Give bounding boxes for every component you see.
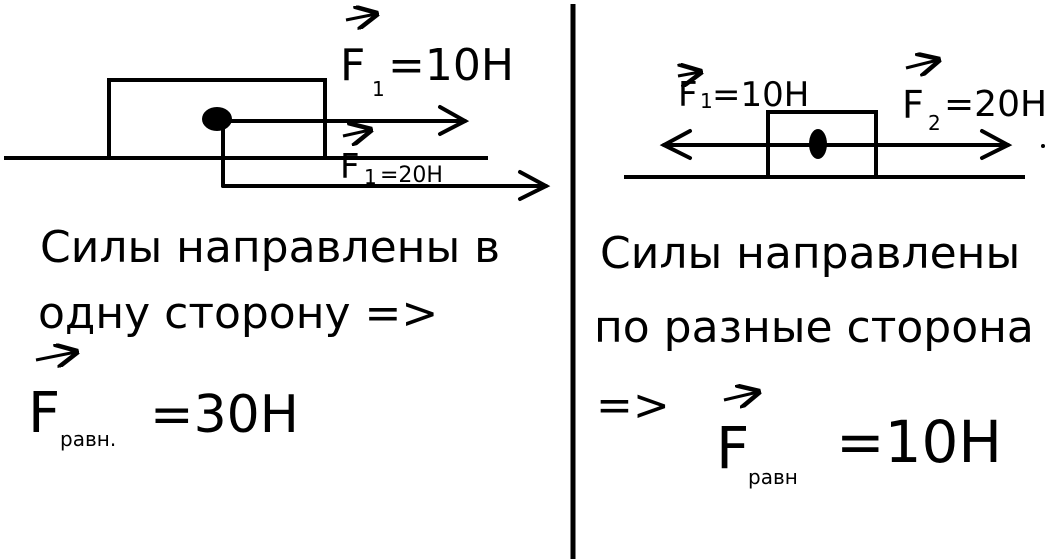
right-force1-value: =10H [712, 75, 809, 115]
right-force1-symbol: F [678, 75, 698, 115]
left-force2-value: =20H [380, 163, 443, 188]
right-result-index: равн [748, 465, 798, 489]
vector-arrow-icon [678, 72, 700, 76]
left-force2-index: 1 [364, 165, 377, 189]
left-result-index: равн. [60, 427, 116, 451]
vector-arrow-icon [35, 352, 76, 360]
left-result: F равн. =30H [28, 352, 299, 451]
left-force2-symbol: F [340, 147, 360, 187]
left-force1-symbol: F [340, 40, 365, 91]
right-force2-symbol: F [902, 83, 924, 127]
right-force1-index: 1 [700, 89, 713, 113]
right-forces-arrow [659, 129, 1013, 160]
right-force2-value: =20H [944, 84, 1047, 125]
right-result: F равн =10H [716, 392, 1002, 489]
right-result-value: =10H [836, 408, 1002, 476]
left-force1-value: =10H [388, 40, 514, 91]
left-force1-arrow [215, 105, 470, 136]
left-text-line2: одну сторону => [38, 288, 438, 339]
left-force1-label: F 1 =10H [340, 14, 514, 101]
left-result-value: =30H [150, 385, 299, 445]
right-force1-label: F 1 =10H [678, 72, 809, 115]
left-text-line1: Силы направлены в [40, 222, 500, 273]
right-text-line2: по разные сторона [594, 302, 1034, 353]
right-force2-label: F 2 =20H [902, 60, 1047, 135]
stray-dot [1041, 144, 1045, 148]
right-text-line1: Силы направлены [600, 228, 1020, 279]
vector-arrow-icon [723, 392, 758, 400]
right-implies: => [596, 380, 670, 431]
left-force1-index: 1 [372, 77, 385, 101]
left-result-symbol: F [28, 381, 60, 446]
vector-arrow-icon [342, 130, 370, 136]
right-result-symbol: F [716, 414, 749, 482]
vector-arrow-icon [905, 60, 938, 68]
left-force2-label: F 1 =20H [340, 130, 443, 189]
vector-arrow-icon [345, 14, 376, 20]
left-force2-arrow [221, 119, 551, 201]
right-force2-index: 2 [928, 111, 941, 135]
